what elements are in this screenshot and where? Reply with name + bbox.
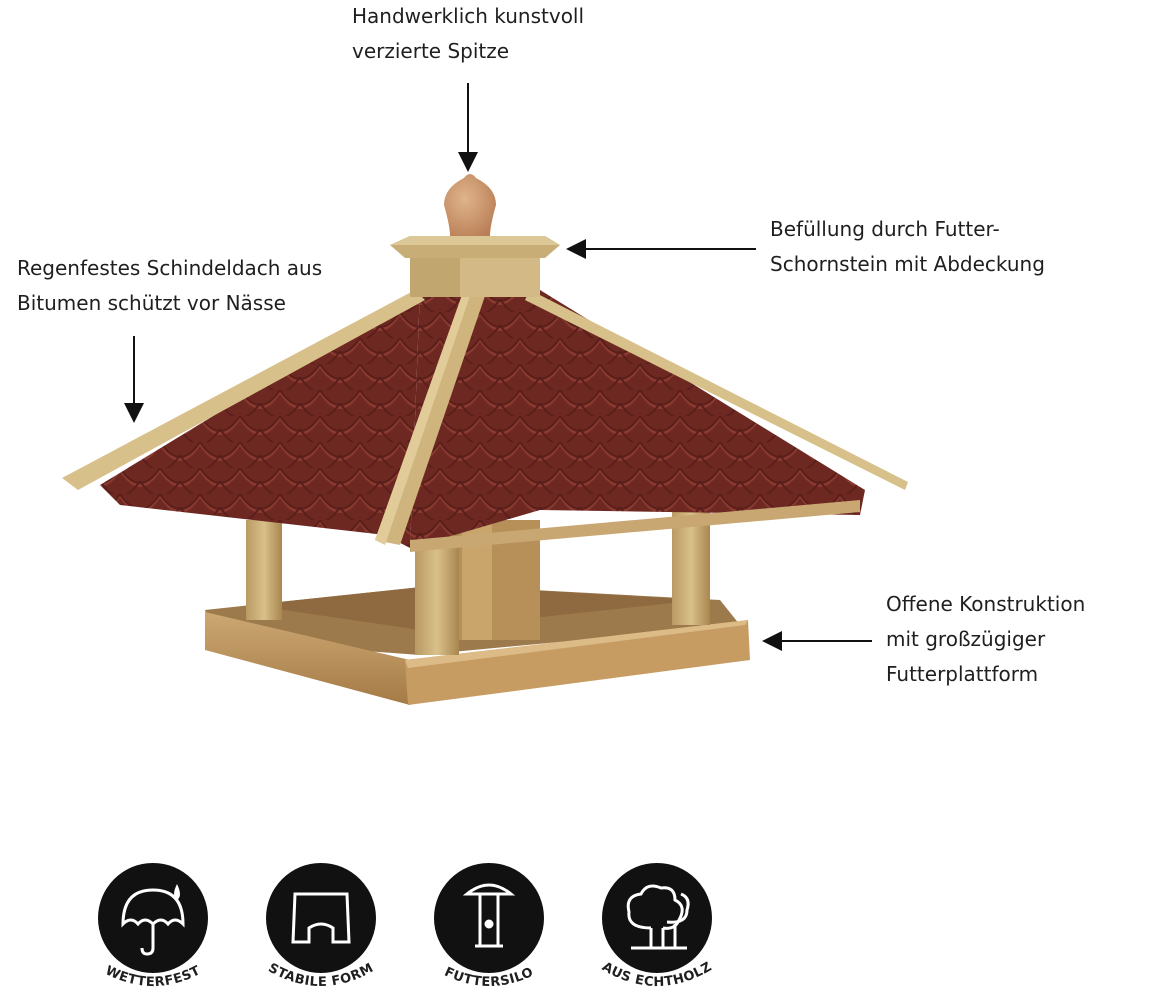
callout-chimney-line-2: Schornstein mit Abdeckung (770, 252, 1045, 276)
callout-chimney: Befüllung durch Futter- Schornstein mit … (770, 212, 1045, 282)
callout-roof-line-1: Regenfestes Schindeldach aus (17, 256, 323, 280)
callout-roof-line-2: Bitumen schützt vor Nässe (17, 291, 286, 315)
callout-finial: Handwerklich kunstvoll verzierte Spitze (352, 0, 584, 69)
badge-feed-silo: FUTTERSILO (434, 863, 544, 990)
callout-platform-line-1: Offene Konstruktion (886, 592, 1086, 616)
callout-platform: Offene Konstruktion mit großzügiger Futt… (886, 587, 1085, 692)
decorative-finial (444, 174, 496, 236)
feature-badges: WETTERFEST STABILE FORM FUTTERSILO (98, 863, 714, 990)
callout-platform-line-3: Futterplattform (886, 662, 1039, 686)
callout-finial-line-2: verzierte Spitze (352, 39, 510, 63)
badge-real-wood: AUS ECHTHOLZ (599, 863, 714, 990)
trees-icon (626, 884, 690, 950)
badge-stable-shape: STABILE FORM (266, 863, 376, 990)
callout-arrows (124, 83, 872, 651)
umbrella-rain-icon (121, 884, 185, 956)
shingle-roof (62, 290, 908, 552)
stable-shape-icon (291, 892, 351, 944)
feed-silo-icon (462, 883, 516, 948)
callout-roof: Regenfestes Schindeldach aus Bitumen sch… (17, 251, 322, 321)
callout-chimney-line-1: Befüllung durch Futter- (770, 217, 1000, 241)
feeding-platform (205, 585, 750, 705)
callout-platform-line-2: mit großzügiger (886, 627, 1046, 651)
callout-finial-line-1: Handwerklich kunstvoll (352, 4, 585, 28)
feed-chimney (390, 236, 560, 297)
badge-weatherproof: WETTERFEST (98, 863, 208, 990)
